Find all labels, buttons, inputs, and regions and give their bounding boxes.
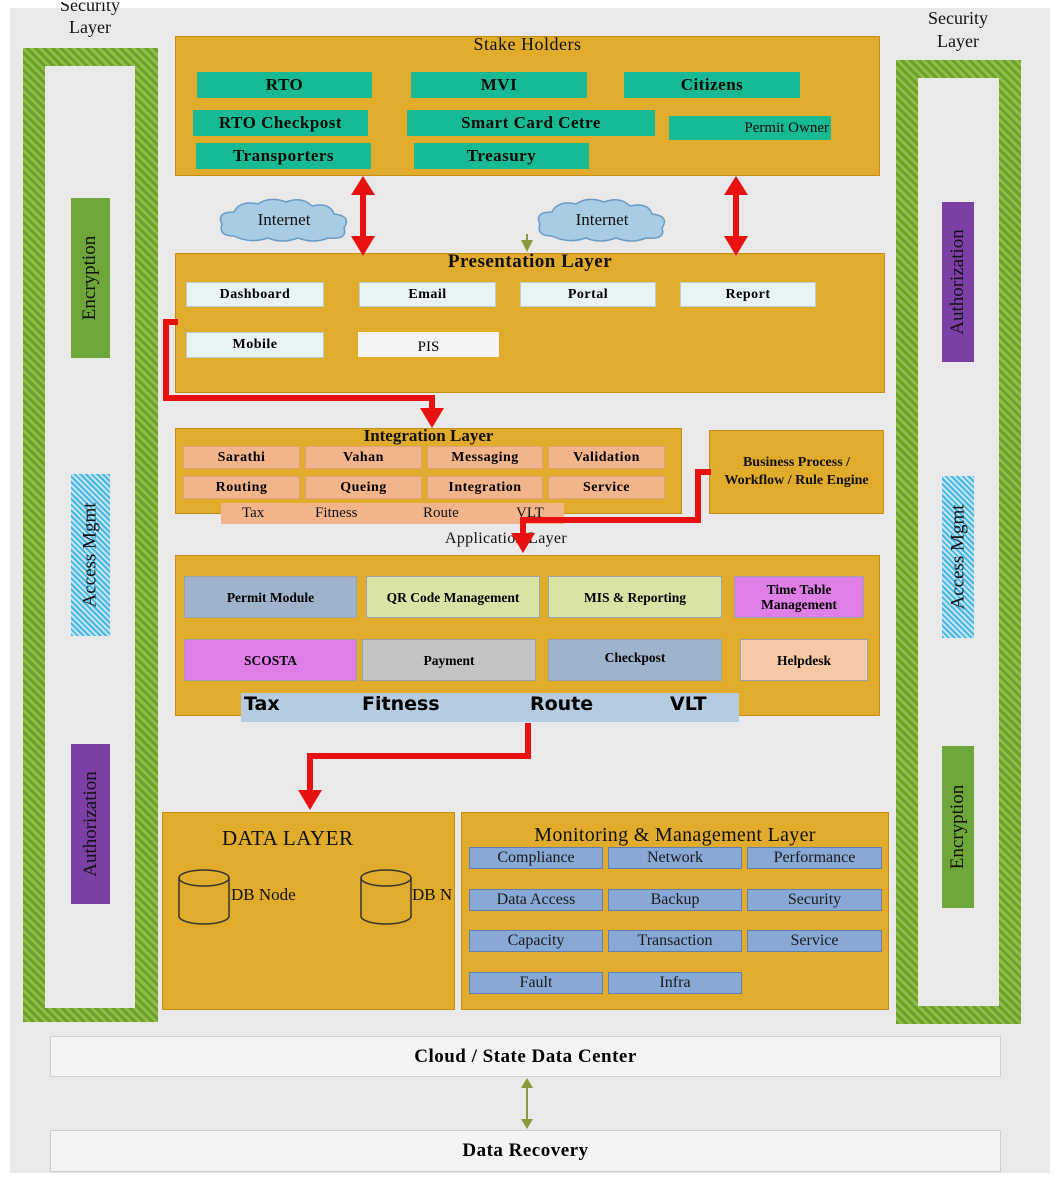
- presentation-email: Email: [359, 282, 496, 307]
- monitor-service: Service: [747, 930, 882, 952]
- db-node-cylinder-1: [178, 869, 230, 925]
- monitor-performance: Performance: [747, 847, 882, 869]
- monitor-fault: Fault: [469, 972, 603, 994]
- integration-service: Service: [548, 476, 665, 499]
- monitor-transaction: Transaction: [608, 930, 742, 952]
- cloud-state-data-center: Cloud / State Data Center: [50, 1036, 1001, 1077]
- internet-cloud-right: Internet: [532, 196, 672, 244]
- double-arrow-left: [351, 176, 375, 256]
- presentation-dashboard: Dashboard: [186, 282, 324, 307]
- application-strip-fitness: Fitness: [362, 693, 440, 715]
- internet-label-left: Internet: [257, 210, 311, 229]
- stakeholder-transporters: Transporters: [196, 143, 371, 169]
- arrow-cloud-to-recovery: [521, 1078, 533, 1129]
- internet-label-right: Internet: [575, 210, 629, 229]
- db-node-label-1: DB Node: [231, 885, 296, 904]
- arrow-business-to-application: [520, 469, 711, 536]
- monitor-infra: Infra: [608, 972, 742, 994]
- left-encryption-box: Encryption: [71, 198, 110, 358]
- db-node-label-2: DB N: [412, 885, 453, 904]
- data-recovery-label: Data Recovery: [462, 1140, 589, 1161]
- integration-messaging: Messaging: [427, 446, 543, 469]
- arrow-presentation-to-integration: [163, 319, 435, 412]
- app-payment: Payment: [362, 639, 536, 681]
- data-layer-title: DATA LAYER: [222, 826, 354, 850]
- presentation-mobile: Mobile: [186, 332, 324, 358]
- app-helpdesk: Helpdesk: [740, 639, 868, 681]
- right-access-mgmt-box: Access Mgmt: [942, 476, 974, 638]
- stakeholder-rto-checkpost: RTO Checkpost: [193, 110, 368, 136]
- integration-queing: Queing: [305, 476, 422, 499]
- application-strip-route: Route: [530, 693, 594, 715]
- application-strip-vlt: VLT: [670, 693, 707, 715]
- app-checkpost: Checkpost: [548, 639, 722, 681]
- left-authorization-box: Authorization: [71, 744, 110, 904]
- right-encryption-box: Encryption: [942, 746, 974, 908]
- integration-strip: [221, 503, 564, 524]
- left-access-mgmt-box: Access Mgmt: [71, 474, 110, 636]
- stakeholder-smart-card-centre: Smart Card Cetre: [407, 110, 655, 136]
- integration-strip-route: Route: [423, 505, 459, 521]
- integration-sarathi: Sarathi: [183, 446, 300, 469]
- internet-cloud-left: Internet: [214, 196, 354, 244]
- double-arrow-right: [724, 176, 748, 256]
- app-permit-module: Permit Module: [184, 576, 357, 618]
- right-security-layer-caption: Security Layer: [928, 8, 988, 51]
- monitoring-layer-title: Monitoring & Management Layer: [534, 824, 816, 846]
- presentation-report: Report: [680, 282, 816, 307]
- application-strip-tax: Tax: [244, 693, 280, 715]
- data-recovery: Data Recovery: [50, 1130, 1001, 1172]
- integration-integration: Integration: [427, 476, 543, 499]
- business-process-box: Business Process / Workflow / Rule Engin…: [709, 430, 884, 514]
- integration-routing: Routing: [183, 476, 300, 499]
- integration-layer-title: Integration Layer: [363, 426, 494, 445]
- application-strip: [241, 693, 739, 722]
- stakeholder-citizens: Citizens: [624, 72, 800, 98]
- presentation-layer-title: Presentation Layer: [447, 251, 613, 272]
- app-qr-code-management: QR Code Management: [366, 576, 540, 618]
- presentation-portal: Portal: [520, 282, 656, 307]
- application-layer-title: Application Layer: [445, 530, 567, 547]
- presentation-pis: PIS: [358, 332, 499, 357]
- cloud-state-data-center-label: Cloud / State Data Center: [414, 1045, 637, 1067]
- stakeholder-treasury: Treasury: [414, 143, 589, 169]
- db-node-cylinder-2: [360, 869, 412, 925]
- stakeholder-mvi: MVI: [411, 72, 587, 98]
- integration-strip-tax: Tax: [242, 505, 265, 521]
- monitor-compliance: Compliance: [469, 847, 603, 869]
- integration-strip-fitness: Fitness: [315, 505, 358, 521]
- integration-validation: Validation: [548, 446, 665, 469]
- monitor-capacity: Capacity: [469, 930, 603, 952]
- monitor-security: Security: [747, 889, 882, 911]
- monitor-backup: Backup: [608, 889, 742, 911]
- integration-vahan: Vahan: [305, 446, 422, 469]
- stakeholder-permit-owner: Permit Owner: [669, 116, 831, 140]
- app-scosta: SCOSTA: [184, 639, 357, 681]
- app-mis-reporting: MIS & Reporting: [548, 576, 722, 618]
- integration-layer: [175, 428, 682, 514]
- monitor-network: Network: [608, 847, 742, 869]
- stakeholder-rto: RTO: [197, 72, 372, 98]
- left-security-layer-caption: Security Layer: [60, 2, 120, 37]
- monitor-data-access: Data Access: [469, 889, 603, 911]
- presentation-layer: [175, 253, 885, 393]
- business-process-label: Business Process / Workflow / Rule Engin…: [724, 455, 869, 488]
- app-time-table-management: Time Table Management: [734, 576, 864, 618]
- stakeholders-title: Stake Holders: [473, 34, 582, 54]
- right-authorization-box: Authorization: [942, 202, 974, 362]
- arrow-application-to-data: [307, 723, 531, 792]
